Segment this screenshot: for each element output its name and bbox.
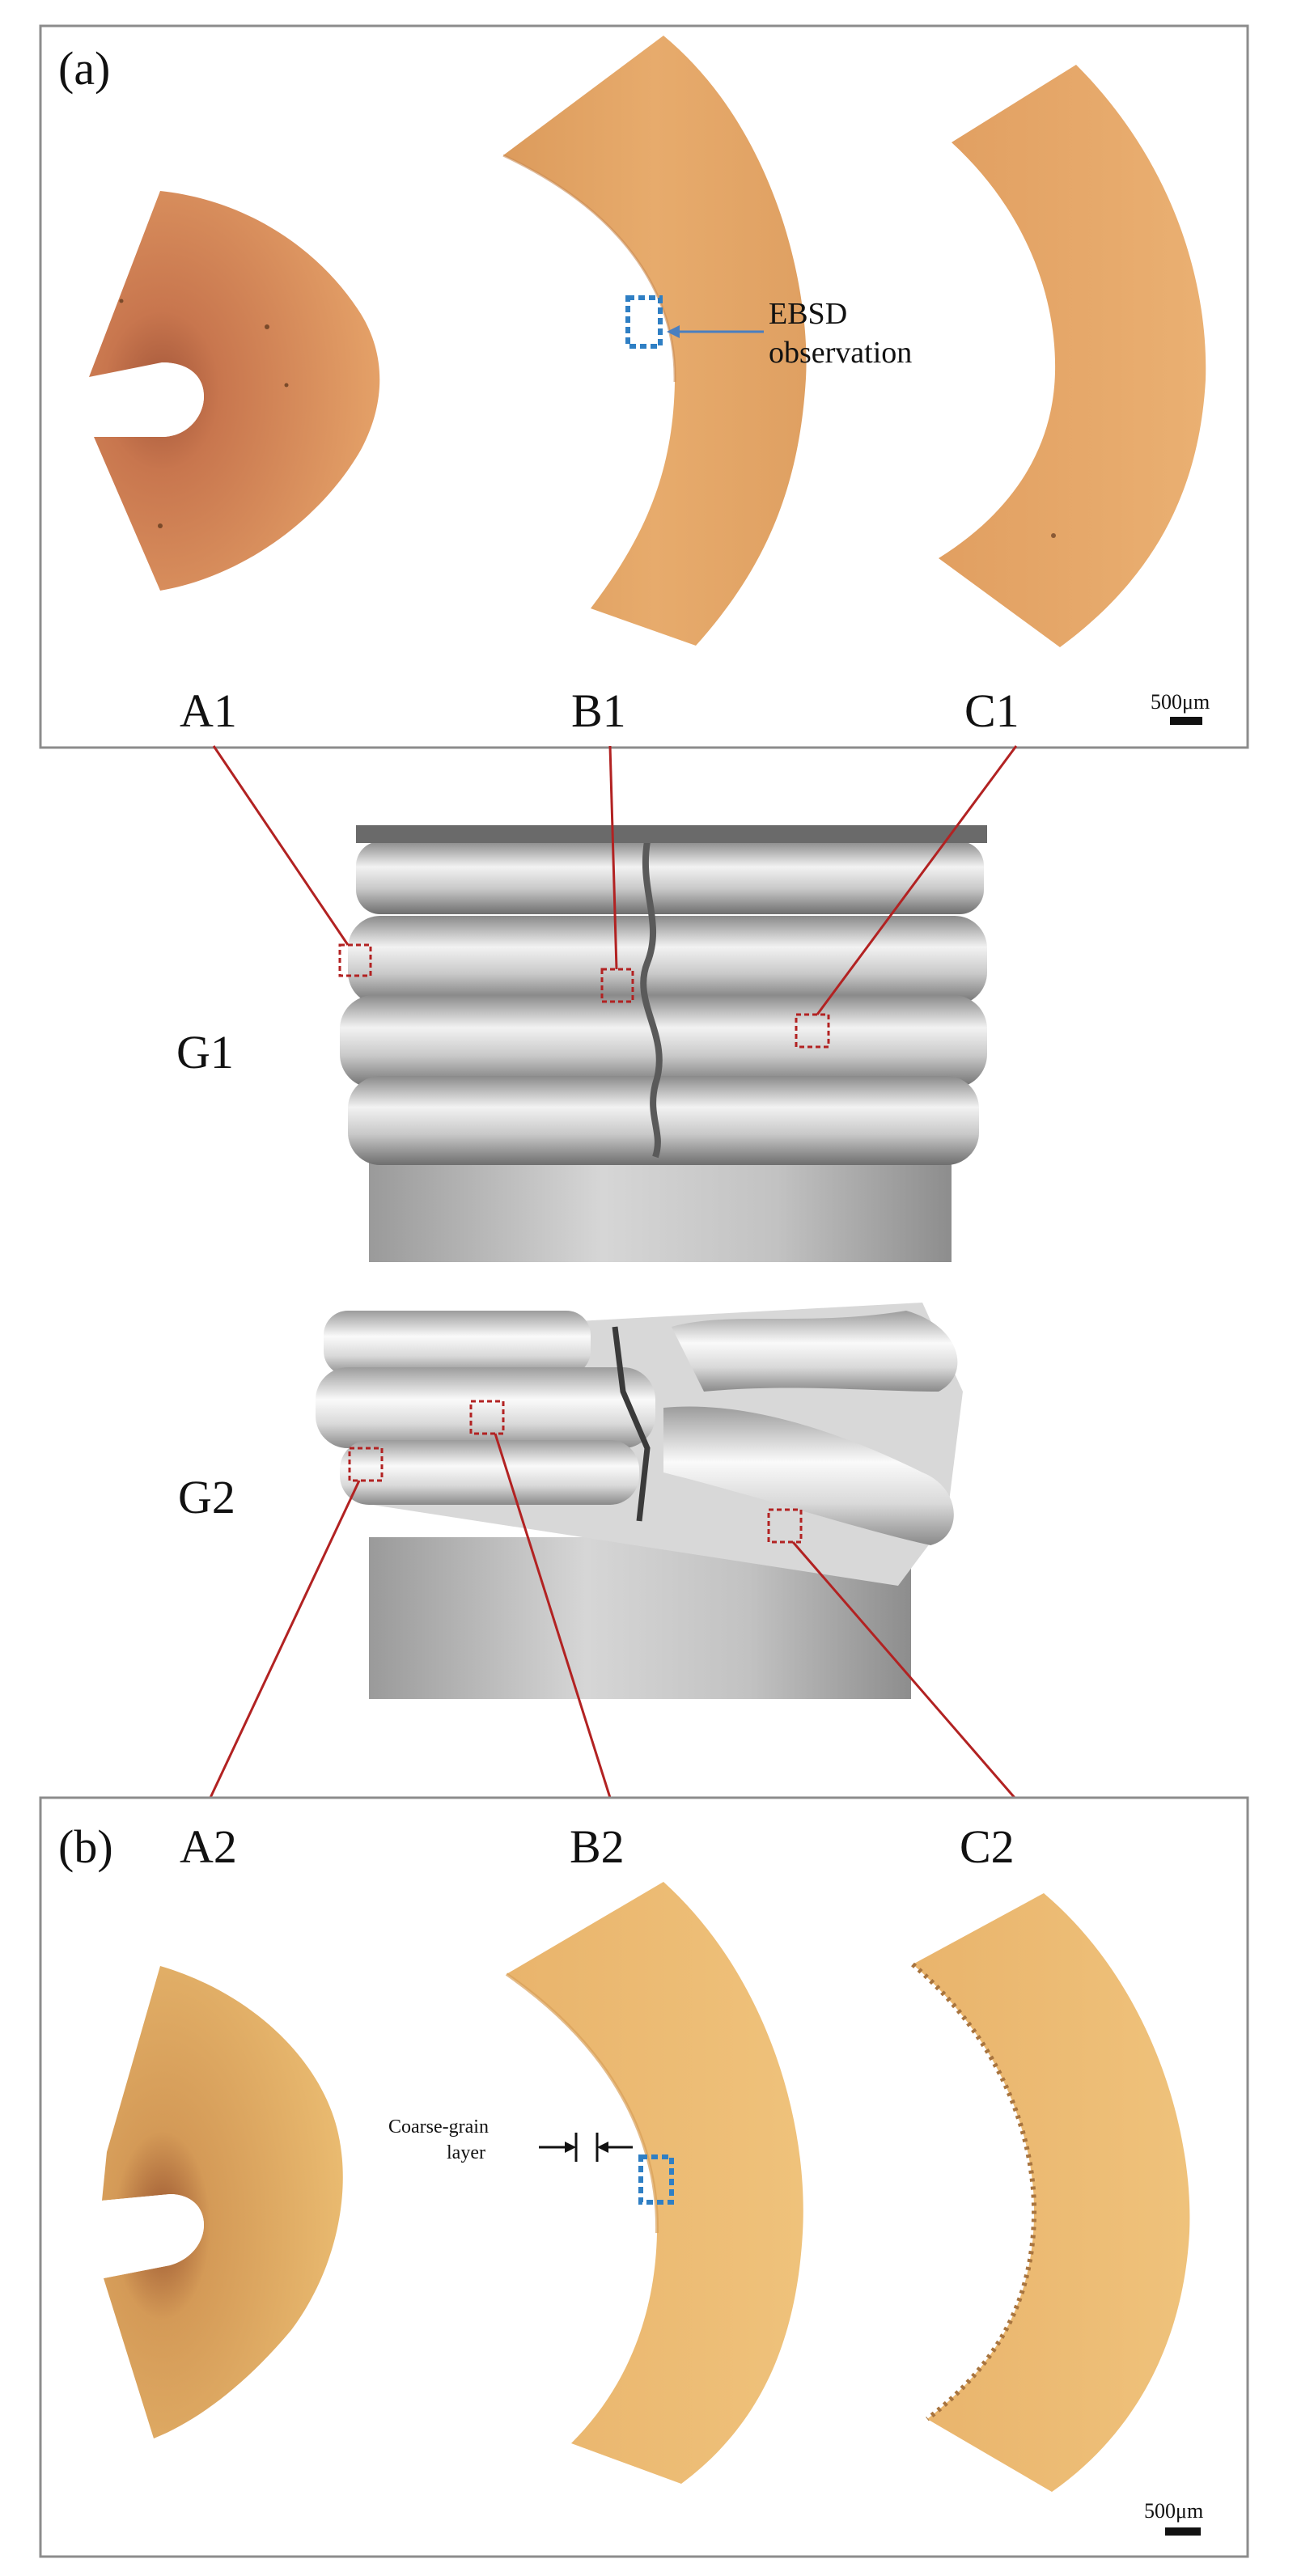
- panel-a-label: (a): [58, 42, 110, 95]
- section-c1: [939, 65, 1206, 647]
- scale-bar-b: 500μm: [1144, 2499, 1203, 2536]
- coarse-grain-label-line1: Coarse-grain: [388, 2116, 489, 2137]
- section-b1: [502, 36, 807, 646]
- sample-label-a2: A2: [180, 1820, 237, 1873]
- specimen-label-g2: G2: [178, 1471, 235, 1523]
- section-c2: [911, 1893, 1190, 2492]
- ebsd-label-line2: observation: [769, 336, 912, 370]
- obs-box-g1-c: [795, 1013, 830, 1049]
- panel-b-label: (b): [58, 1820, 113, 1873]
- section-a2: [102, 1966, 343, 2438]
- scale-bar-a-label: 500μm: [1151, 690, 1210, 714]
- scale-bar-a: 500μm: [1151, 690, 1210, 725]
- ebsd-box-b1: [625, 295, 663, 349]
- panel-a-frame: [39, 24, 1249, 749]
- section-a1: [89, 191, 380, 591]
- ebsd-box-b2: [638, 2154, 674, 2205]
- obs-box-g2-a: [348, 1447, 384, 1482]
- sample-label-c2: C2: [960, 1820, 1015, 1873]
- coarse-grain-label-line2: layer: [447, 2142, 485, 2163]
- leader-lines: [209, 745, 1018, 1799]
- ebsd-label-line1: EBSD: [769, 297, 847, 331]
- scale-bar-b-label: 500μm: [1144, 2499, 1203, 2523]
- obs-box-g1-a: [338, 943, 372, 977]
- section-b2: [505, 1882, 803, 2484]
- specimen-g1-image: [340, 825, 987, 1262]
- specimen-label-g1: G1: [176, 1026, 234, 1078]
- panel-b-frame: [39, 1796, 1249, 2558]
- obs-box-g2-c: [767, 1508, 803, 1544]
- coarse-grain-marker: [539, 2133, 633, 2162]
- specimen-g2-image: [316, 1303, 963, 1699]
- sample-label-a1: A1: [180, 684, 237, 737]
- obs-box-g1-b: [600, 968, 634, 1003]
- sample-label-b1: B1: [571, 684, 626, 737]
- obs-box-g2-b: [469, 1400, 505, 1435]
- sample-label-c1: C1: [964, 684, 1019, 737]
- sample-label-b2: B2: [570, 1820, 625, 1873]
